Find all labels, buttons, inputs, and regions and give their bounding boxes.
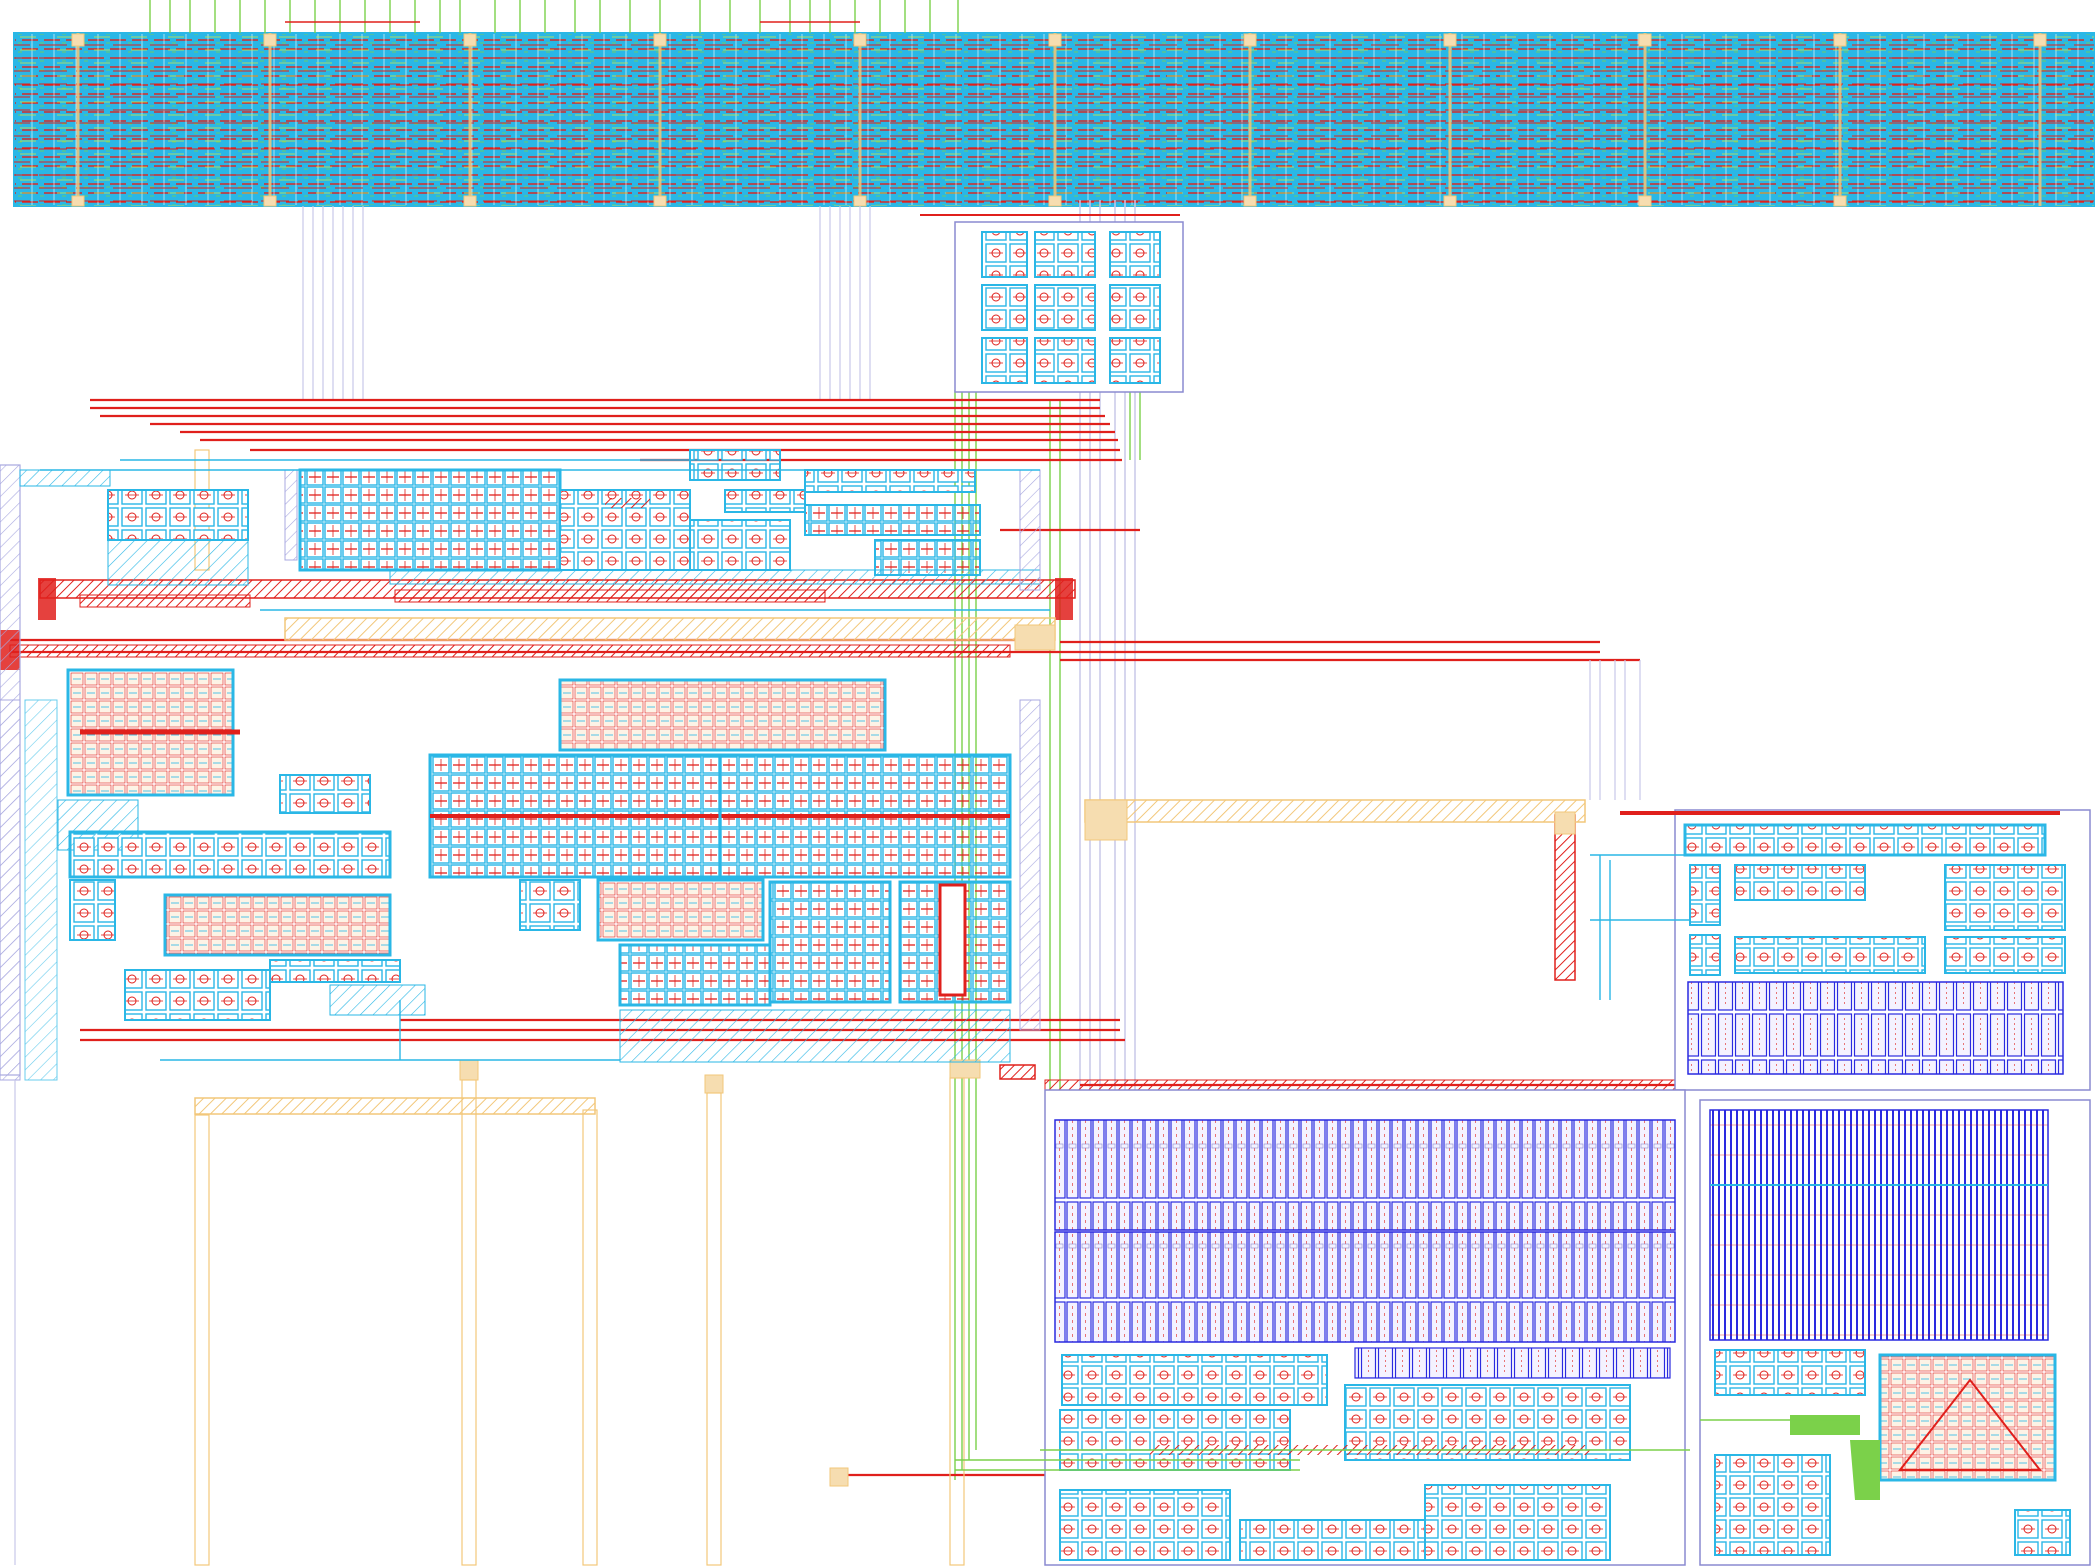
power-rails (194, 449, 1586, 1566)
left-upper-block (0, 449, 1041, 1076)
left-middle-block (0, 668, 1041, 1081)
memory-array-block (1044, 1089, 1686, 1566)
top-logic-block (13, 0, 2095, 207)
misc-routing (14, 459, 1860, 1565)
right-middle-block (1590, 809, 2091, 1091)
bottom-right-block (1699, 1099, 2091, 1566)
center-macro-block (920, 214, 1184, 393)
